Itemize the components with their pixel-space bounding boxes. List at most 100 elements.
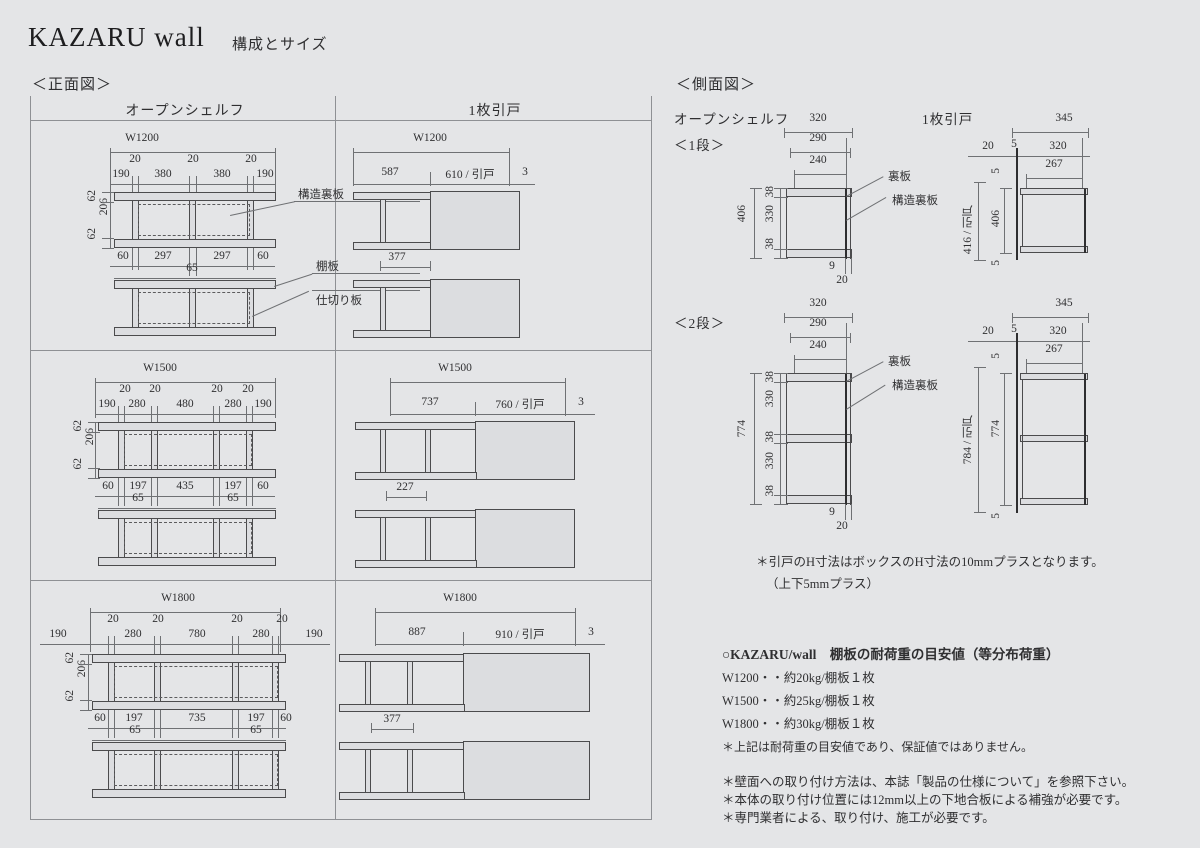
ext-line [794,355,795,377]
dim-line-320 [784,317,852,318]
dim-197-l: 197 [129,480,147,492]
door-divider-2 [407,661,413,705]
dim-190-l: 190 [112,168,130,180]
ext-line [845,504,846,520]
ext-line [219,406,220,424]
dim-735: 735 [188,712,206,724]
door-plate-top-left-2 [353,280,431,288]
dim-tick [565,378,566,416]
ext-line [232,710,233,738]
dim-line-290 [790,152,850,153]
dim-tick [774,504,788,505]
back-panel-line [850,189,852,259]
door-plate-bottom-left-2 [355,560,477,568]
dim-line-total [754,373,755,504]
callout-structural-back-panel: 構造裏板 [892,195,938,207]
dim-tick [790,333,791,343]
door-divider-1 [380,429,386,473]
dim-bottom-gap-5: 5 [990,260,1002,266]
dim-197-r: 197 [224,480,242,492]
door-divider-1 [365,661,371,705]
ext-line [219,478,220,506]
dim-line-top [375,612,575,613]
dim-20-b: 20 [149,383,161,395]
side-front-edge [786,197,788,249]
dim-line-box-height [1004,373,1005,505]
dim-seg-330-a: 330 [764,390,776,408]
dim-65: 65 [186,262,198,274]
dim-line-top [95,382,275,383]
dim-tick [90,608,91,652]
back-panel-line [850,374,852,505]
door-panel-bottom [430,279,520,338]
side-shelf-mid [1020,435,1088,442]
dim-tick [1000,373,1012,374]
shelf-plate-3 [114,327,276,336]
door-panel-bottom [475,509,575,568]
dim-tick [80,654,92,655]
leader-line-uraita [846,176,884,197]
dim-280-r: 280 [252,628,270,640]
dim-bottom-gap-5: 5 [990,513,1002,519]
dim-depth-267: 267 [1045,343,1063,355]
ext-line [845,258,846,274]
dim-door-height: 784 / 引戸 [962,415,974,465]
dim-front-gap-20: 20 [982,140,994,152]
dim-line-267 [1026,178,1082,179]
dim-tick [1088,128,1089,138]
dim-62-top: 62 [86,190,98,202]
dim-tick [102,248,114,249]
dim-depth-320: 320 [809,112,827,124]
ext-line [846,323,847,377]
dim-tick [774,188,788,189]
dim-w1800-door-width: W1800 [443,592,477,604]
door-panel-top [475,421,575,480]
back-panel-outline [114,666,278,698]
dim-tick [974,260,986,261]
dim-line-segments [110,184,275,185]
door-height-note-line1: ＊引戸のH寸法はボックスのH寸法の10mmプラスとなります。 [756,555,1104,569]
callout-structural-back-panel: 構造裏板 [298,189,344,201]
dim-197-r: 197 [247,712,265,724]
dim-right-panel: 760 / 引戸 [495,399,545,411]
table-rule-top [30,120,652,121]
dim-60-l: 60 [94,712,106,724]
door-height-note-line2: （上下5mmプラス） [766,577,879,591]
dim-line-segments [780,373,781,504]
ext-line [1082,138,1083,192]
side-door-tier1: 345 20 5 320 267 416 / 引戸 406 5 5 [962,110,1182,290]
dim-60-l: 60 [117,250,129,262]
dim-tick [774,382,788,383]
dim-line-320 [968,341,1090,342]
dim-depth-267: 267 [1045,158,1063,170]
dim-20-b: 20 [187,153,199,165]
dim-20-d: 20 [276,613,288,625]
table-rule-bottom [30,819,652,820]
dim-435: 435 [176,480,194,492]
dim-tick [852,313,853,323]
leader-rule-kouzou [294,201,420,202]
structural-back-panel-line [1084,374,1086,505]
door-plate-bottom-left-2 [353,330,431,338]
dim-line-inner [386,497,426,498]
dim-20-c: 20 [211,383,223,395]
dim-190-r: 190 [305,628,323,640]
ext-line [238,710,239,738]
dim-tick [850,333,851,343]
dim-line-267 [1026,363,1082,364]
dim-back-9: 9 [829,260,835,272]
install-note-2: ＊本体の取り付け位置には12mm以上の下地合板による補強が必要です。 [722,793,1128,807]
side-tier1-label: ＜1段＞ [674,138,726,153]
dim-w1500-width: W1500 [143,362,177,374]
ext-line [247,176,248,194]
page-subtitle: 構成とサイズ [232,37,328,53]
ext-line [247,248,248,270]
dim-line-vert [95,422,96,478]
dim-line-bottom [95,496,275,497]
divider-3b [232,750,239,790]
dim-62-bottom: 62 [86,228,98,240]
ext-line [1082,323,1083,377]
ext-line [232,636,233,656]
dim-line-345 [1012,132,1088,133]
leader-line-shikiri [252,290,310,317]
